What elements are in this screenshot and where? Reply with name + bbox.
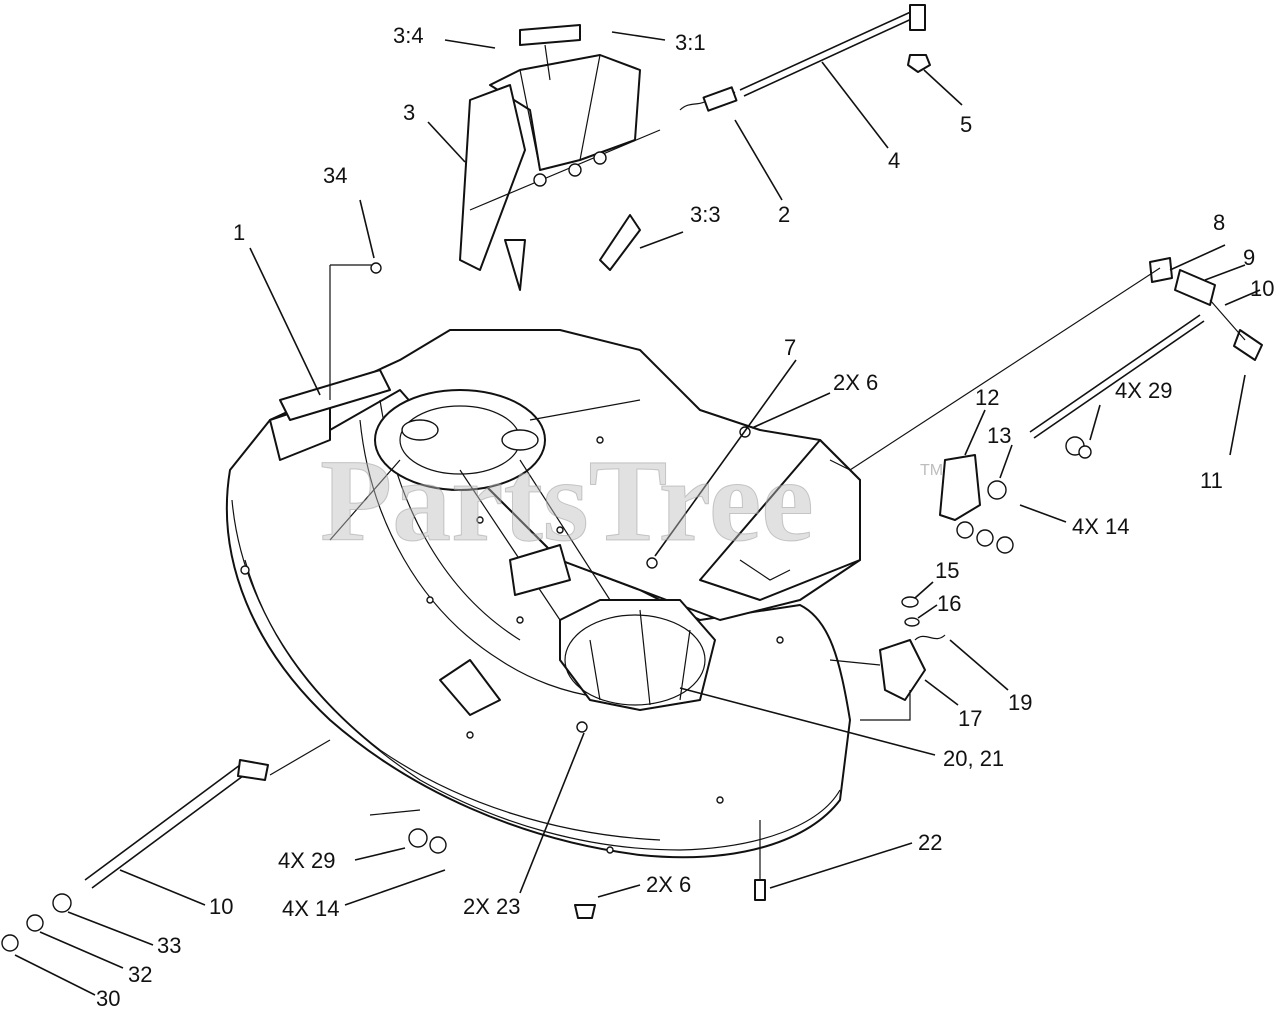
callout-8: 8 — [1213, 210, 1225, 235]
callout-2x6-bottom: 2X 6 — [646, 872, 691, 897]
callout-19: 19 — [1008, 690, 1032, 715]
deflector-assembly — [459, 24, 641, 291]
callout-16: 16 — [937, 591, 961, 616]
callout-2x23: 2X 23 — [463, 894, 521, 919]
callout-3-1: 3:1 — [675, 30, 706, 55]
mower-deck — [225, 329, 861, 859]
watermark: PartsTree — [320, 435, 814, 566]
callout-5: 5 — [960, 112, 972, 137]
rod-and-spring — [469, 4, 931, 211]
callout-10-right: 10 — [1250, 276, 1274, 301]
callout-labels: 3:4 3:1 3 34 1 3:3 2 4 5 7 2X 6 8 9 10 1… — [96, 23, 1274, 1011]
callout-10-left: 10 — [209, 894, 233, 919]
callout-4x14-right: 4X 14 — [1072, 514, 1130, 539]
callout-32: 32 — [128, 962, 152, 987]
callout-3-4: 3:4 — [393, 23, 424, 48]
callout-2x6-top: 2X 6 — [833, 370, 878, 395]
callout-33: 33 — [157, 933, 181, 958]
watermark-tm: TM — [920, 462, 943, 479]
callout-4x29-right: 4X 29 — [1115, 378, 1173, 403]
lower-left-rod — [1, 739, 766, 952]
callout-9: 9 — [1243, 245, 1255, 270]
lower-right-bracket — [829, 596, 946, 721]
callout-4: 4 — [888, 148, 900, 173]
callout-20-21: 20, 21 — [943, 746, 1004, 771]
part-7-marker — [646, 557, 658, 569]
callout-2: 2 — [778, 202, 790, 227]
callout-4x29-left: 4X 29 — [278, 848, 336, 873]
callout-22: 22 — [918, 830, 942, 855]
right-linkage — [829, 257, 1263, 554]
callout-3: 3 — [403, 100, 415, 125]
callout-12: 12 — [975, 385, 999, 410]
part-23-marker — [576, 721, 588, 733]
callout-1: 1 — [233, 220, 245, 245]
callout-15: 15 — [935, 558, 959, 583]
callout-11: 11 — [1200, 468, 1223, 493]
callout-3-3: 3:3 — [690, 202, 721, 227]
callout-4x14-left: 4X 14 — [282, 896, 340, 921]
leader-lines — [14, 31, 1261, 996]
callout-13: 13 — [987, 423, 1011, 448]
callout-17: 17 — [958, 706, 982, 731]
part-34-marker — [370, 262, 382, 274]
callout-7: 7 — [784, 335, 796, 360]
callout-34: 34 — [323, 163, 347, 188]
leader-34-dashed — [329, 264, 375, 400]
callout-30: 30 — [96, 986, 120, 1011]
